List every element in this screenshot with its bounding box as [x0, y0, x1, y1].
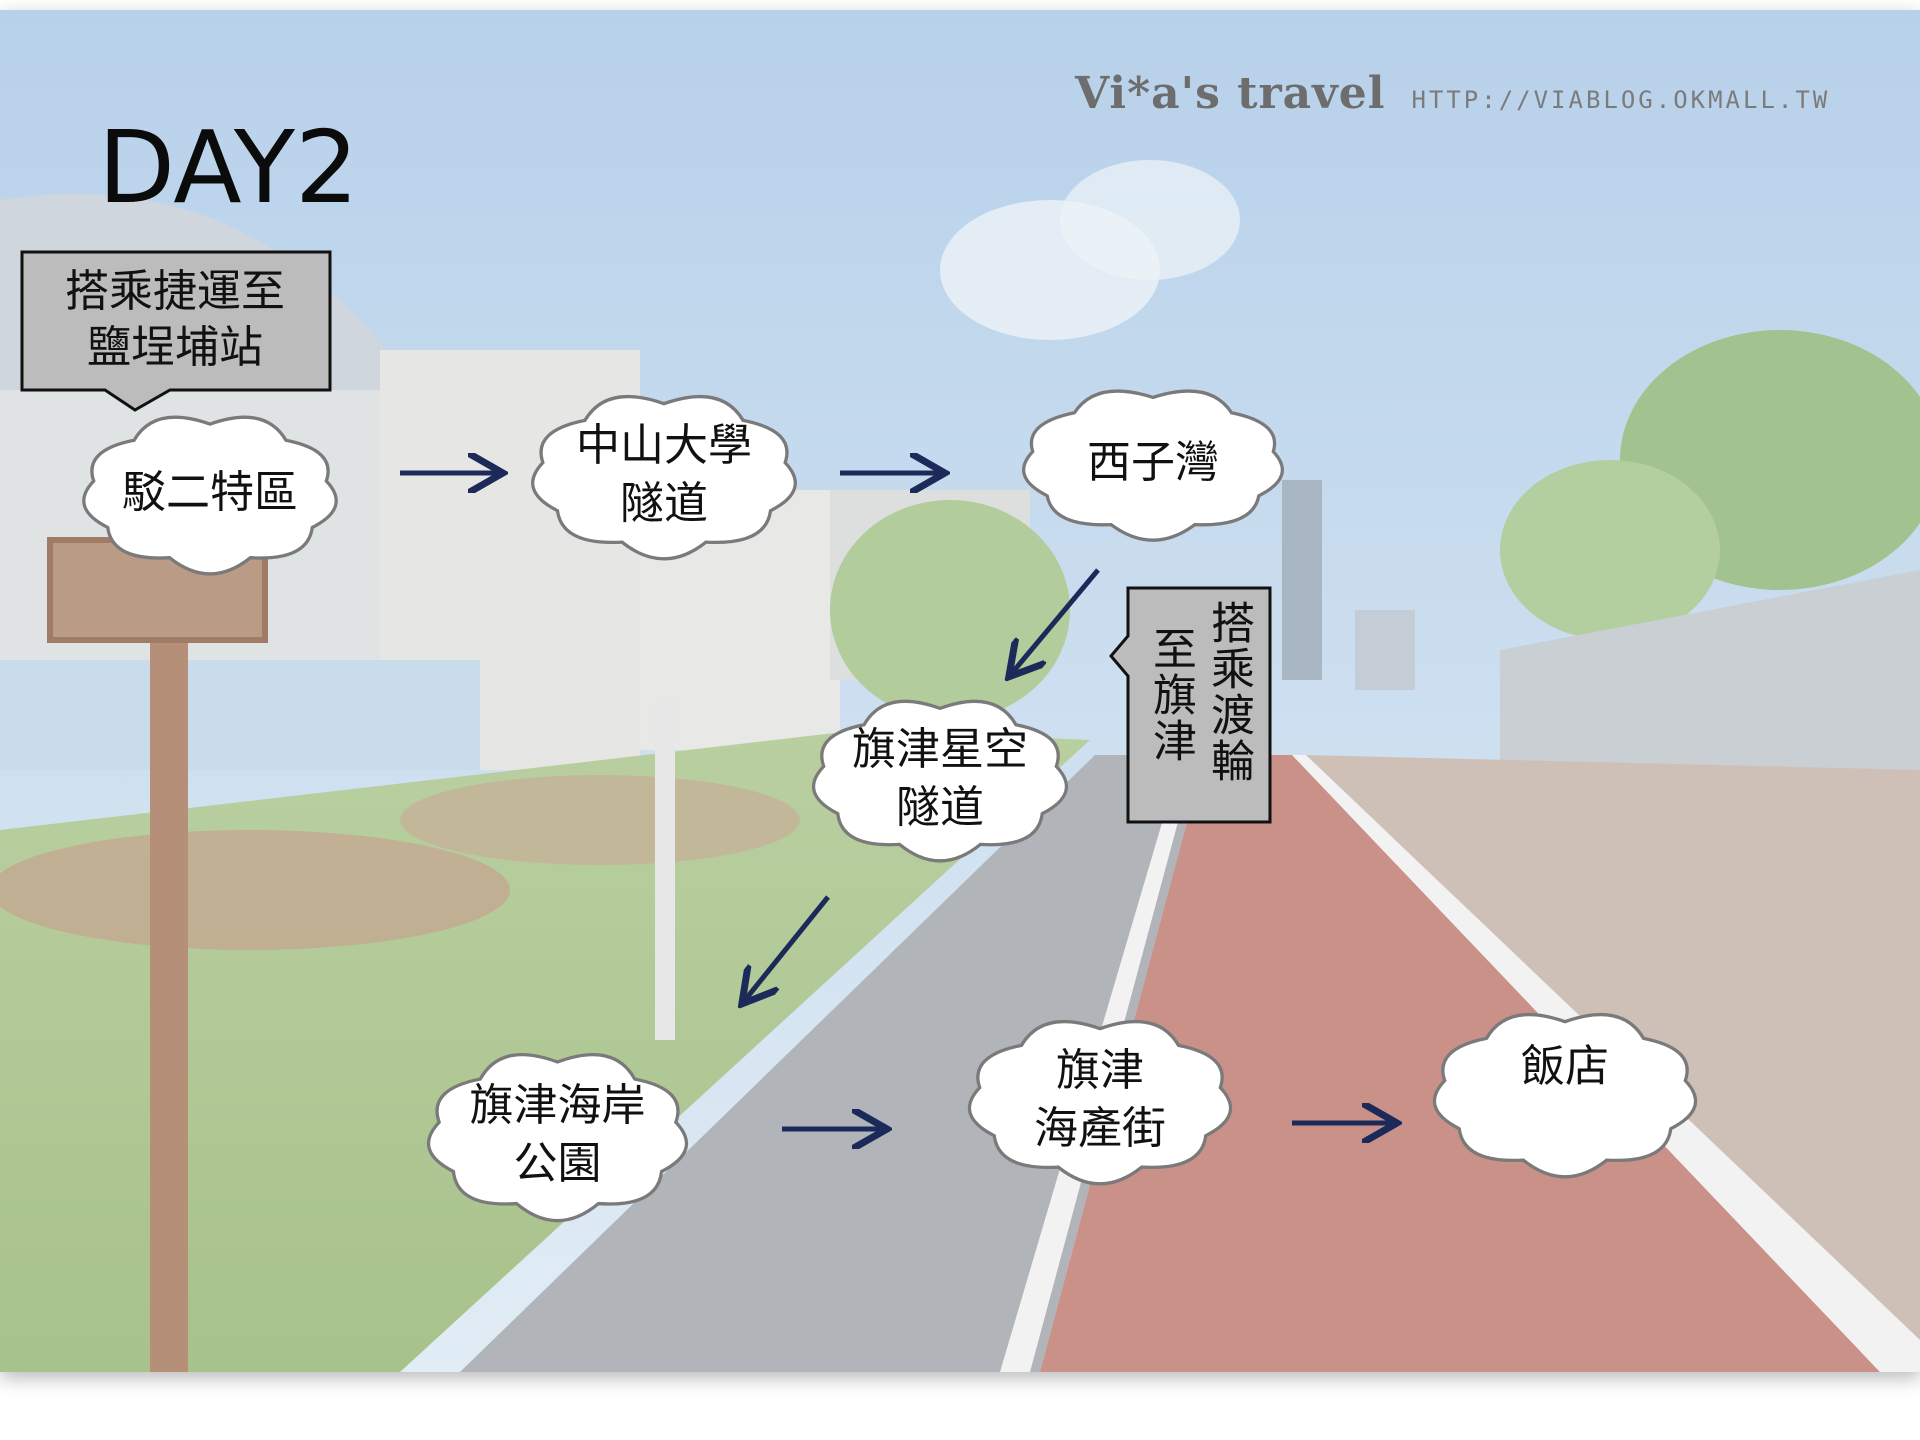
ferry-callout-col-1: 搭乘渡輪	[1203, 600, 1254, 784]
cloud-outline	[531, 395, 797, 561]
mrt-callout-text: 搭乘捷運至 鹽埕埔站	[65, 266, 285, 373]
stop-label: 旗津 海產街	[1034, 1045, 1166, 1154]
mrt-callout: 搭乘捷運至 鹽埕埔站	[20, 250, 335, 416]
cloud-shape	[812, 699, 1068, 863]
cloud-shape	[1433, 1013, 1697, 1179]
stop-nsysu-tunnel: 中山大學 隧道	[508, 382, 820, 568]
cloud-shape	[531, 395, 797, 561]
ferry-callout-col-2: 至旗津	[1145, 626, 1196, 764]
stop-sizihwan: 西子灣	[998, 377, 1308, 549]
stop-cijin-starry-tunnel: 旗津星空 隧道	[790, 687, 1090, 870]
watermark-brand: Vi*a's travel	[1075, 68, 1386, 119]
stop-label: 駁二特區	[122, 467, 298, 518]
stop-label: 中山大學 隧道	[576, 420, 752, 529]
watermark-url: HTTP://VIABLOG.OKMALL.TW	[1411, 86, 1831, 114]
watermark: Vi*a's travel HTTP://VIABLOG.OKMALL.TW	[1075, 68, 1830, 128]
stop-label: 西子灣	[1087, 437, 1219, 488]
stop-label: 飯店	[1521, 1041, 1609, 1092]
cloud-shape	[82, 415, 338, 576]
cloud-outline	[427, 1053, 688, 1223]
cloud-shape	[968, 1020, 1232, 1186]
stop-cijin-seafood-street: 旗津 海產街	[945, 1007, 1255, 1193]
callout-shape	[1109, 586, 1272, 824]
day-title: DAY2	[98, 109, 359, 226]
cloud-outline	[812, 699, 1068, 863]
cloud-outline	[968, 1020, 1232, 1186]
stop-cijin-coast-park: 旗津海岸 公園	[405, 1040, 710, 1230]
stop-label: 旗津星空 隧道	[852, 723, 1028, 833]
slide: Vi*a's travel HTTP://VIABLOG.OKMALL.TW D…	[0, 10, 1920, 1372]
ferry-callout: 搭乘渡輪 至旗津	[1108, 586, 1273, 826]
stop-label: 旗津海岸 公園	[469, 1080, 646, 1189]
cloud-outline	[82, 415, 338, 576]
cloud-outline	[1022, 389, 1284, 542]
stop-pier2: 駁二特區	[60, 403, 360, 583]
cloud-shape	[1022, 389, 1284, 542]
cloud-shape	[427, 1053, 688, 1223]
callout-shape	[20, 250, 332, 412]
cloud-outline	[1433, 1013, 1697, 1179]
stop-hotel: 飯店	[1410, 1000, 1720, 1186]
